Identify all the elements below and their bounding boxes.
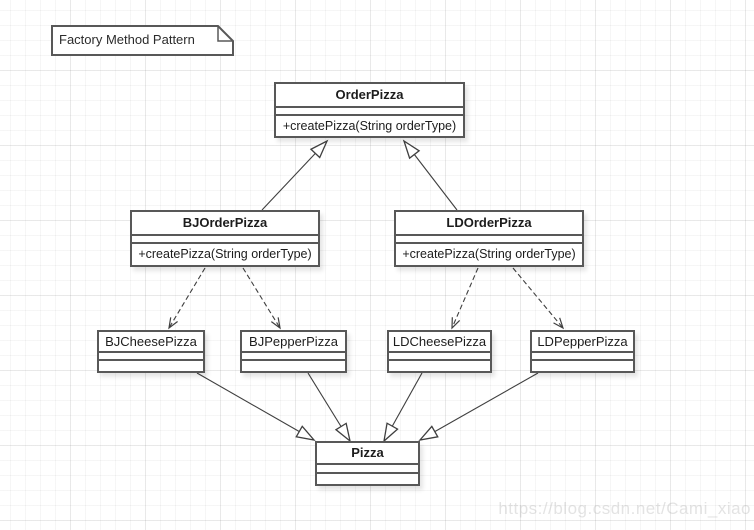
- edge-generalization-bjcheesepizza-pizza: [196, 372, 316, 441]
- note-shape: [51, 25, 234, 56]
- class-attributes: [396, 236, 582, 244]
- edge-dependency-bjorderpizza-bjcheesepizza: [168, 267, 206, 330]
- class-title: BJPepperPizza: [242, 332, 345, 353]
- class-methods: [99, 361, 203, 370]
- note-factory-method-pattern: Factory Method Pattern: [51, 25, 234, 56]
- class-title: LDPepperPizza: [532, 332, 633, 353]
- class-title: LDOrderPizza: [396, 212, 582, 236]
- class-attributes: [276, 108, 463, 116]
- class-ldorderpizza: LDOrderPizza +createPizza(String orderTy…: [394, 210, 584, 267]
- class-methods: +createPizza(String orderType): [402, 247, 576, 261]
- class-title: OrderPizza: [276, 84, 463, 108]
- note-label: Factory Method Pattern: [59, 32, 195, 47]
- watermark-url: https://blog.csdn.net/Cami_xiao: [498, 499, 751, 518]
- class-methods: +createPizza(String orderType): [138, 247, 312, 261]
- edge-generalization-bjorderpizza-orderpizza: [261, 139, 329, 211]
- class-title: BJOrderPizza: [132, 212, 318, 236]
- class-attributes: [242, 353, 345, 361]
- class-methods: [532, 361, 633, 370]
- class-ldcheesepizza: LDCheesePizza: [387, 330, 492, 373]
- class-attributes: [132, 236, 318, 244]
- class-attributes: [532, 353, 633, 361]
- edge-dependency-ldorderpizza-ldcheesepizza: [451, 267, 479, 330]
- class-methods: +createPizza(String orderType): [282, 119, 457, 133]
- edge-dependency-bjorderpizza-bjpepperpizza: [242, 267, 281, 330]
- class-ldpepperpizza: LDPepperPizza: [530, 330, 635, 373]
- class-pizza: Pizza: [315, 441, 420, 486]
- class-title: BJCheesePizza: [99, 332, 203, 353]
- edge-generalization-ldpepperpizza-pizza: [418, 372, 539, 441]
- class-bjpepperpizza: BJPepperPizza: [240, 330, 347, 373]
- class-title: Pizza: [317, 443, 418, 465]
- class-methods: [242, 361, 345, 370]
- class-title: LDCheesePizza: [389, 332, 490, 353]
- class-attributes: [389, 353, 490, 361]
- edge-generalization-ldcheesepizza-pizza: [383, 372, 423, 443]
- class-methods: [389, 361, 490, 370]
- class-bjorderpizza: BJOrderPizza +createPizza(String orderTy…: [130, 210, 320, 267]
- edge-generalization-bjpepperpizza-pizza: [307, 372, 352, 443]
- edge-dependency-ldorderpizza-ldpepperpizza: [512, 267, 565, 330]
- edge-generalization-ldorderpizza-orderpizza: [402, 139, 458, 211]
- class-bjcheesepizza: BJCheesePizza: [97, 330, 205, 373]
- class-methods: [317, 474, 418, 484]
- class-attributes: [99, 353, 203, 361]
- class-attributes: [317, 465, 418, 474]
- class-orderpizza: OrderPizza +createPizza(String orderType…: [274, 82, 465, 138]
